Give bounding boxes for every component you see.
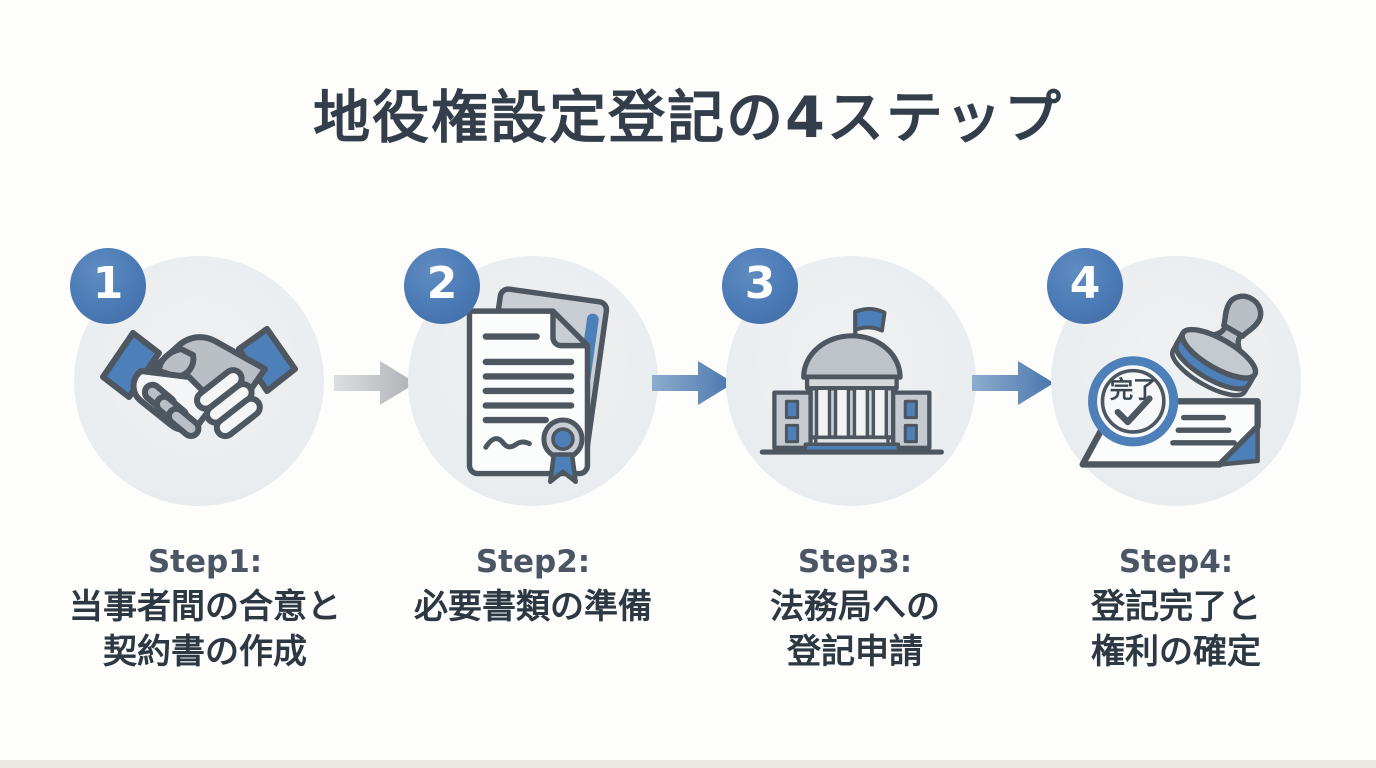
arrow-right-icon xyxy=(972,361,1054,405)
stamp-icon: 完了 xyxy=(1079,293,1264,468)
step1-text-line2: 契約書の作成 xyxy=(103,632,307,672)
step3-number-badge: 3 xyxy=(722,248,798,324)
arrow-right-icon xyxy=(334,361,416,405)
step2-label: Step2: 必要書類の準備 xyxy=(361,540,705,630)
step1-heading: Step1: xyxy=(147,544,263,580)
step4-text-line1: 登記完了と xyxy=(1091,587,1261,627)
step1-number-badge: 1 xyxy=(70,248,146,324)
step2-number: 2 xyxy=(426,258,458,309)
step2-text-line1: 必要書類の準備 xyxy=(414,587,652,627)
step1-text-line1: 当事者間の合意と xyxy=(69,587,341,627)
step4-number-badge: 4 xyxy=(1047,248,1123,324)
step4-number: 4 xyxy=(1069,258,1101,309)
step4-circle: 4 完了 xyxy=(1047,248,1301,506)
step4-label: Step4: 登記完了と 権利の確定 xyxy=(1004,540,1348,675)
step2-circle: 2 xyxy=(404,248,658,506)
step4-heading: Step4: xyxy=(1118,544,1234,580)
handshake-icon xyxy=(100,326,298,440)
page-title: 地役権設定登記の4ステップ xyxy=(313,85,1063,151)
step1-number: 1 xyxy=(92,258,124,309)
step3-heading: Step3: xyxy=(797,544,913,580)
step3-number: 3 xyxy=(744,258,776,309)
documents-icon xyxy=(466,286,610,485)
step3-label: Step3: 法務局への 登記申請 xyxy=(683,540,1027,675)
step3-circle: 3 xyxy=(722,248,976,506)
step2-heading: Step2: xyxy=(475,544,591,580)
step1-label: Step1: 当事者間の合意と 契約書の作成 xyxy=(33,540,377,675)
step4-text-line2: 権利の確定 xyxy=(1091,632,1261,672)
government-building-icon xyxy=(759,306,944,455)
bottom-edge-strip xyxy=(0,760,1376,768)
arrow-right-icon xyxy=(652,361,734,405)
step3-text-line1: 法務局への xyxy=(770,587,940,627)
step3-text-line2: 登記申請 xyxy=(787,632,923,672)
step1-circle: 1 xyxy=(70,248,324,506)
step2-number-badge: 2 xyxy=(404,248,480,324)
